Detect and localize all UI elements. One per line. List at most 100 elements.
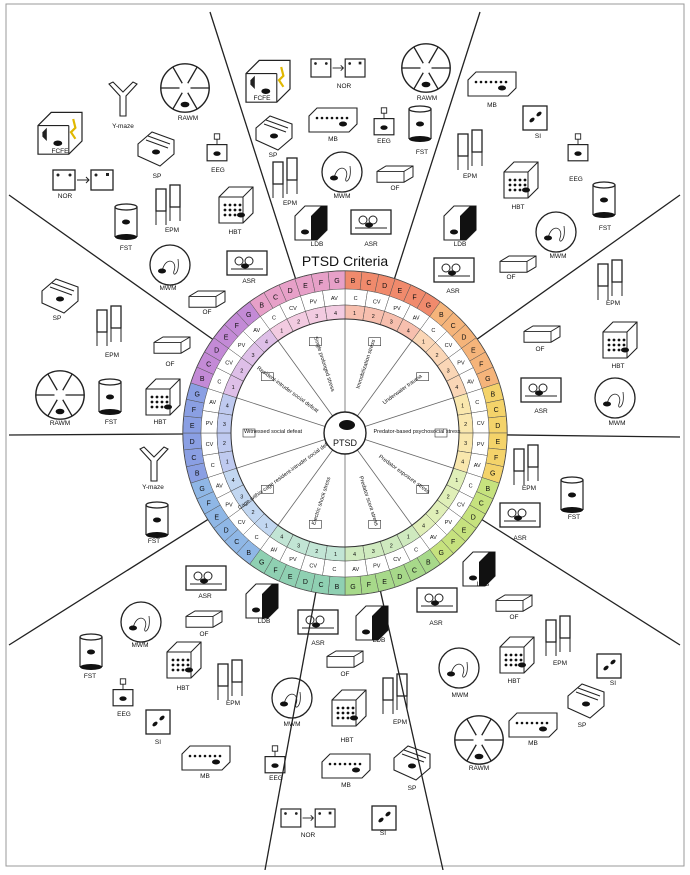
hub-circle [323, 411, 367, 455]
number-chip-label: 1 [265, 524, 268, 530]
test-label: HBT [177, 685, 190, 692]
sector-divider [8, 194, 214, 340]
code-chip-label: CV [445, 343, 453, 349]
model-divider [364, 439, 454, 469]
number-chip-label: 1 [422, 339, 425, 345]
test-label: EPM [283, 200, 297, 207]
si-icon [145, 709, 171, 735]
test-label: FST [120, 245, 132, 252]
test-label: SP [578, 722, 587, 729]
code-chip-label: C [431, 328, 435, 334]
rat-icon [164, 404, 172, 410]
rat-icon [53, 140, 63, 146]
code-chip-label: C [272, 316, 276, 322]
model-divider [357, 340, 413, 417]
criterion-chip-label: E [397, 288, 402, 295]
sp-icon [393, 745, 431, 781]
test-label: MB [528, 740, 538, 747]
criterion-chip-label: C [412, 567, 417, 574]
test-label: HBT [612, 363, 625, 370]
sector-divider [8, 518, 209, 646]
code-chip-label: C [414, 547, 418, 553]
number-chip-label: 4 [461, 460, 464, 466]
stress-model-label: Witnessed social defeat [244, 429, 303, 435]
test-label: LDB [454, 241, 467, 248]
of-icon [185, 610, 223, 628]
ldb-icon [462, 551, 496, 587]
rat-icon [350, 715, 358, 721]
stress-model-label: Predator-based psychosocial stress [373, 429, 460, 435]
criterion-chip-label: E [471, 348, 476, 355]
criterion-chip-label: D [495, 423, 500, 430]
rat-icon [180, 101, 190, 108]
code-chip-label: PV [393, 306, 401, 312]
code-chip-label: CV [225, 360, 233, 366]
epm-icon [513, 444, 539, 485]
criterion-chip-label: D [288, 288, 293, 295]
number-chip-label: 1 [461, 403, 464, 409]
test-label: EEG [377, 138, 391, 145]
model-apparatus-icon [416, 372, 429, 381]
rat-icon [55, 408, 65, 415]
model-divider [236, 397, 326, 427]
rat-icon [280, 701, 288, 707]
number-chip-label: 1 [455, 478, 458, 484]
criterion-chip-label: B [439, 312, 444, 319]
model-divider [357, 449, 413, 526]
test-label: MWM [132, 642, 149, 649]
criterion-chip-label: G [199, 486, 204, 493]
criterion-chip-label: E [382, 579, 387, 586]
rat-icon [582, 701, 590, 707]
test-label: SI [380, 830, 386, 837]
rat-icon [152, 149, 160, 155]
test-label: MWM [452, 692, 469, 699]
ymaze-icon [108, 81, 138, 117]
test-label: MWM [550, 253, 567, 260]
number-chip-label: 2 [447, 495, 450, 501]
test-label: EPM [165, 227, 179, 234]
number-chip-label: 1 [232, 385, 235, 391]
test-label: EEG [269, 775, 283, 782]
criterion-chip-label: G [246, 312, 251, 319]
mwm-icon [149, 244, 191, 286]
test-label: MB [341, 782, 351, 789]
code-chip-label: PV [445, 520, 453, 526]
criterion-chip-label: F [367, 582, 371, 589]
test-label: MWM [284, 721, 301, 728]
rat-icon [621, 347, 629, 353]
asr-icon [297, 609, 339, 635]
test-label: SI [535, 133, 541, 140]
hbt-icon [499, 636, 535, 674]
test-label: ASR [446, 288, 460, 295]
test-label: SP [53, 315, 62, 322]
number-chip-label: 3 [447, 368, 450, 374]
criterion-chip-label: E [495, 439, 500, 446]
number-chip-label: 3 [251, 353, 254, 359]
test-label: RAWM [417, 95, 437, 102]
hbt-icon [145, 378, 181, 416]
rat-icon [212, 759, 220, 765]
criterion-chip-label: B [490, 391, 495, 398]
rat-icon [448, 270, 456, 276]
sector-dividers [8, 11, 681, 871]
sector-divider [481, 519, 681, 646]
rat-icon [380, 125, 388, 130]
model-apparatus-icon [242, 428, 256, 438]
rat-icon [352, 767, 360, 773]
rat-icon [431, 600, 439, 606]
rat-icon [56, 296, 64, 302]
criterion-chip-label: C [273, 295, 278, 302]
code-chip-label: C [469, 484, 473, 490]
code-chip-label: CV [393, 557, 401, 563]
number-chip-label: 4 [265, 339, 268, 345]
rawm-icon [401, 43, 451, 93]
test-label: FCFE [52, 148, 70, 155]
asr-icon [226, 250, 268, 276]
rat-icon [261, 88, 271, 94]
code-chip-label: PV [225, 503, 233, 509]
number-chip-label: 3 [297, 543, 300, 549]
criterion-chip-label: D [224, 527, 229, 534]
